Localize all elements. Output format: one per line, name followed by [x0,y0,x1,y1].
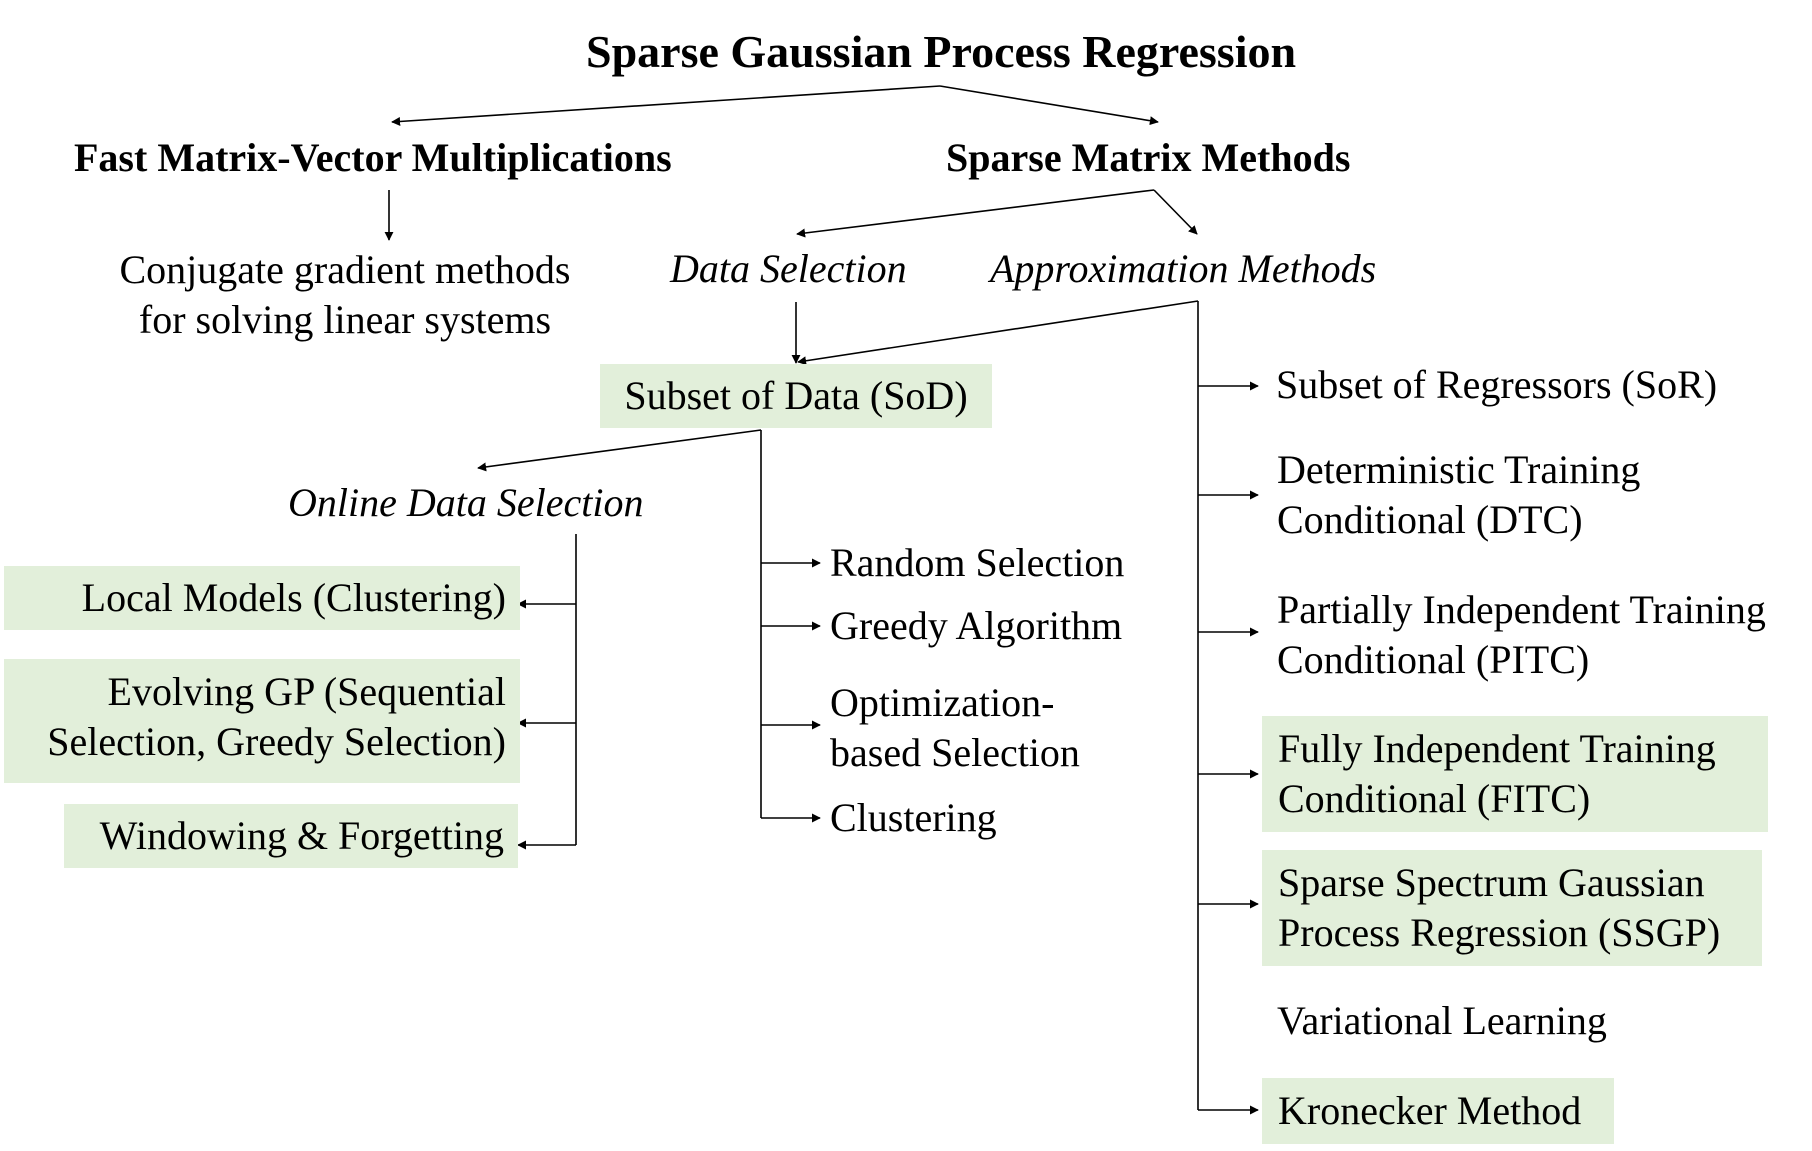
node-conjugate-gradient: Conjugate gradient methods for solving l… [108,245,582,345]
node-ssgp: Sparse Spectrum Gaussian Process Regress… [1262,850,1762,966]
node-optimization-line-2: based Selection [830,730,1080,775]
node-optimization-based-selection: Optimization- based Selection [830,678,1080,778]
node-fitc: Fully Independent Training Conditional (… [1262,716,1768,832]
node-dtc: Deterministic Training Conditional (DTC) [1277,445,1640,545]
node-pitc-line-2: Conditional (PITC) [1277,637,1590,682]
node-approximation-methods: Approximation Methods [990,246,1377,291]
node-windowing-forgetting: Windowing & Forgetting [64,804,518,868]
edge-root-fast-matrix [391,85,941,126]
node-greedy-algorithm: Greedy Algorithm [830,603,1123,648]
node-local-models: Local Models (Clustering) [4,566,520,630]
node-variational-learning: Variational Learning [1277,998,1607,1043]
edge-approximation-sod [797,300,1199,366]
node-fast-matrix: Fast Matrix-Vector Multiplications [74,135,672,180]
node-kronecker-method-label: Kronecker Method [1278,1088,1582,1133]
node-evolving-gp: Evolving GP (Sequential Selection, Greed… [4,659,520,783]
node-windowing-forgetting-label: Windowing & Forgetting [99,813,504,858]
node-subset-of-data: Subset of Data (SoD) [600,364,992,428]
node-conjugate-gradient-line-2: for solving linear systems [138,297,552,342]
node-fitc-line-1: Fully Independent Training [1278,726,1716,771]
node-dtc-line-1: Deterministic Training [1277,447,1641,492]
edge-sod-online [477,429,762,472]
node-sparse-matrix: Sparse Matrix Methods [946,135,1351,180]
edge-root-sparse-matrix [939,85,1159,126]
node-pitc: Partially Independent Training Condition… [1277,585,1766,685]
node-conjugate-gradient-line-1: Conjugate gradient methods [119,247,571,292]
node-ssgp-line-2: Process Regression (SSGP) [1278,910,1721,955]
edge-sparse-approximation [1153,189,1198,235]
node-ssgp-line-1: Sparse Spectrum Gaussian [1278,860,1705,905]
node-kronecker-method: Kronecker Method [1262,1078,1614,1144]
diagram-title: Sparse Gaussian Process Regression [586,26,1297,77]
node-local-models-label: Local Models (Clustering) [81,575,506,620]
node-subset-of-regressors: Subset of Regressors (SoR) [1276,362,1718,407]
node-fitc-line-2: Conditional (FITC) [1278,776,1591,821]
node-pitc-line-1: Partially Independent Training [1277,587,1766,632]
node-dtc-line-2: Conditional (DTC) [1277,497,1583,542]
node-online-data-selection: Online Data Selection [288,480,644,525]
edge-sparse-data-selection [796,189,1155,238]
node-clustering: Clustering [830,795,997,840]
node-random-selection: Random Selection [830,540,1125,585]
node-evolving-gp-line-2: Selection, Greedy Selection) [47,719,506,764]
node-optimization-line-1: Optimization- [830,680,1055,725]
node-evolving-gp-line-1: Evolving GP (Sequential [107,669,506,714]
node-data-selection: Data Selection [670,246,907,291]
